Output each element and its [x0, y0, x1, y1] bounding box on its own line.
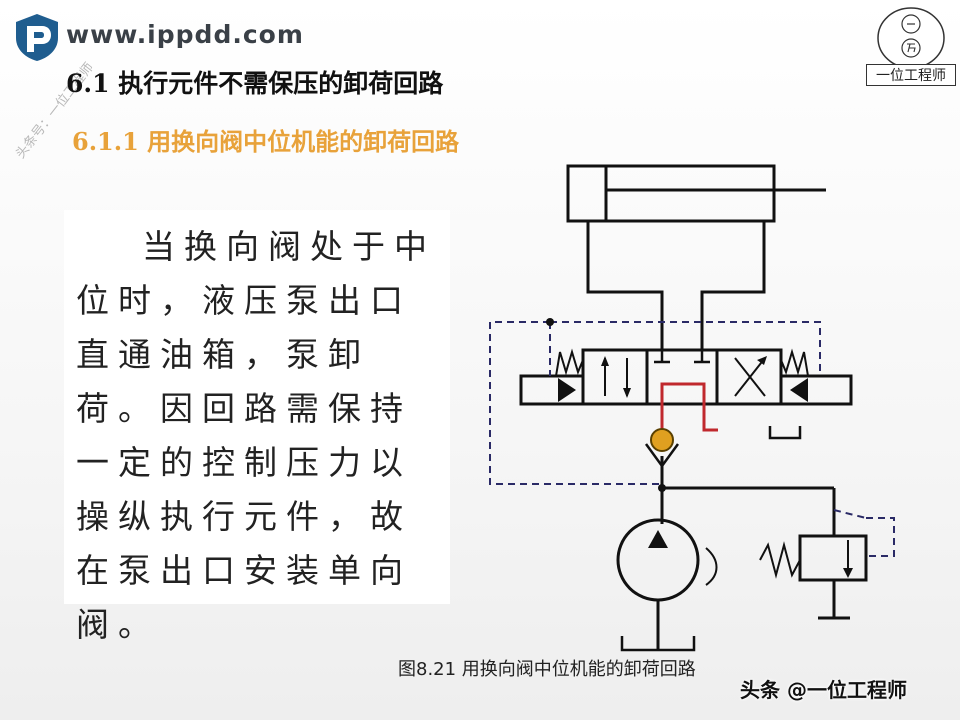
pump-variable-arrow: [705, 547, 718, 586]
valve-center-tank-passage: [660, 382, 718, 432]
valve-left-operator: [519, 374, 585, 406]
logo-icon: [16, 14, 58, 61]
logo: [12, 12, 342, 62]
line-a: [586, 221, 664, 350]
check-valve-ball: [650, 428, 674, 452]
valve-center-box: [645, 348, 719, 406]
text-panel: 当换向阀处于中位时，液压泵出口直通油箱，泵卸荷。因回路需保持一定的控制压力以操纵…: [64, 210, 450, 644]
hydraulic-circuit-diagram: [489, 164, 895, 652]
seal-label: 一位工程师: [866, 64, 956, 86]
bottom-watermark: 头条 @一位工程师: [740, 678, 907, 702]
tank-right: [768, 426, 802, 440]
section-title: 6.1 执行元件不需保压的卸荷回路: [66, 69, 444, 98]
pilot-line-loop: [489, 321, 662, 485]
valve-left-box: [581, 348, 649, 406]
subsection-title: 6.1.1 用换向阀中位机能的卸荷回路: [72, 127, 460, 156]
valve-right-operator: [779, 374, 853, 406]
pilot-line-relief: [866, 517, 895, 557]
figure-caption: 图8.21 用换向阀中位机能的卸荷回路: [398, 659, 696, 680]
line-b: [700, 221, 766, 350]
relief-valve-box: [798, 534, 868, 582]
valve-right-spring: [780, 348, 809, 377]
seal-icon: [877, 7, 945, 69]
check-valve-seat: [644, 443, 680, 469]
site-url: www.ippdd.com: [66, 20, 304, 49]
body-paragraph: 当换向阀处于中位时，液压泵出口直通油箱，泵卸荷。因回路需保持一定的控制压力以操纵…: [76, 227, 436, 644]
valve-left-spring: [555, 348, 584, 377]
cylinder-body: [566, 164, 776, 223]
relief-valve-spring: [759, 541, 801, 579]
pilot-line-valve: [550, 321, 821, 376]
